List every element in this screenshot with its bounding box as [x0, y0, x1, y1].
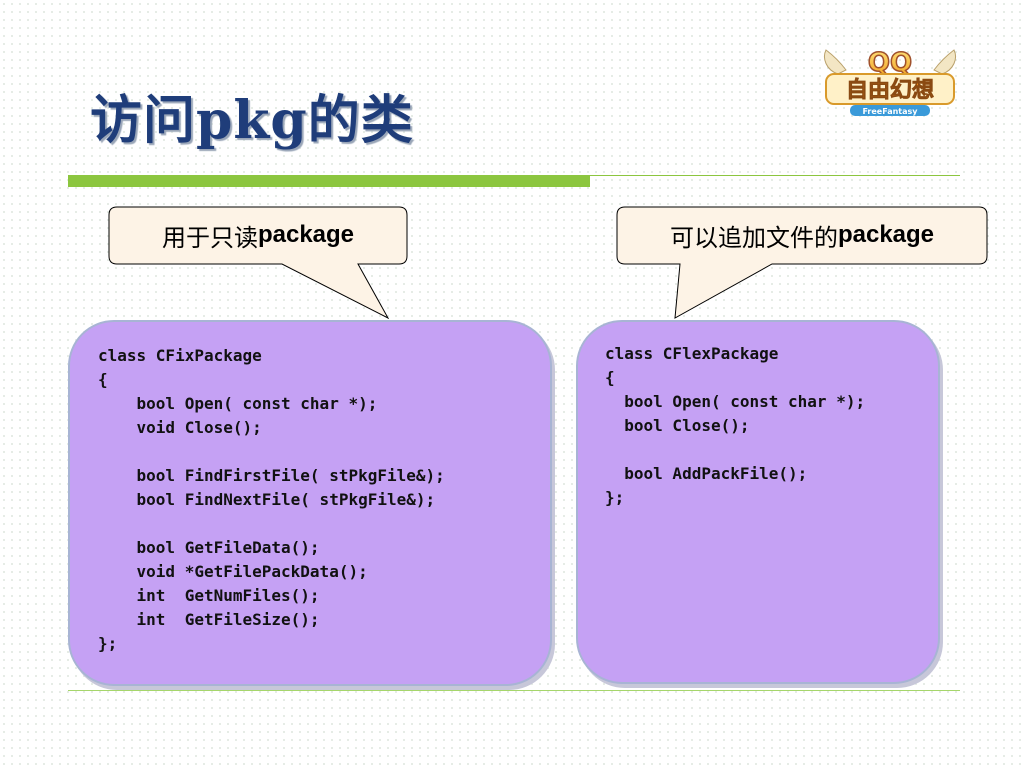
code-line: void *GetFilePackData(); [98, 562, 368, 581]
code-block-cflexpackage: class CFlexPackage { bool Open( const ch… [605, 342, 865, 510]
code-line: bool Close(); [605, 416, 750, 435]
code-line: bool FindNextFile( stPkgFile&); [98, 490, 436, 509]
logo-text-sub: 自由幻想 [846, 77, 934, 103]
code-line: int GetNumFiles(); [98, 586, 320, 605]
code-line: bool GetFileData(); [98, 538, 320, 557]
code-line: { [98, 370, 108, 389]
callout-right-text-cn: 可以追加文件的 [669, 223, 838, 252]
code-line: class CFixPackage [98, 346, 262, 365]
code-block-cfixpackage: class CFixPackage { bool Open( const cha… [98, 344, 445, 656]
code-line: }; [98, 634, 118, 653]
logo-text-small: FreeFantasy [862, 107, 918, 116]
callout-right-text-en: package [837, 221, 935, 248]
title-underline-thin [590, 175, 960, 176]
code-box-cfixpackage: class CFixPackage { bool Open( const cha… [68, 320, 552, 686]
code-line: int GetFileSize(); [98, 610, 320, 629]
code-line: void Close(); [98, 418, 262, 437]
code-box-cflexpackage: class CFlexPackage { bool Open( const ch… [576, 320, 940, 684]
bottom-rule [68, 690, 960, 691]
code-line: bool Open( const char *); [605, 392, 866, 411]
callout-left-text-en: package [257, 221, 355, 248]
code-line: class CFlexPackage [605, 344, 779, 363]
qq-freefantasy-logo: QQ 自由幻想 FreeFantasy [824, 47, 956, 116]
callout-left-text-cn: 用于只读 [161, 223, 258, 252]
code-line: { [605, 368, 615, 387]
code-line: bool FindFirstFile( stPkgFile&); [98, 466, 445, 485]
code-line: }; [605, 488, 625, 507]
title-underline-thick [68, 175, 590, 187]
slide-title: 访问pkg的类 [90, 90, 414, 151]
code-line: bool AddPackFile(); [605, 464, 808, 483]
code-line: bool Open( const char *); [98, 394, 378, 413]
